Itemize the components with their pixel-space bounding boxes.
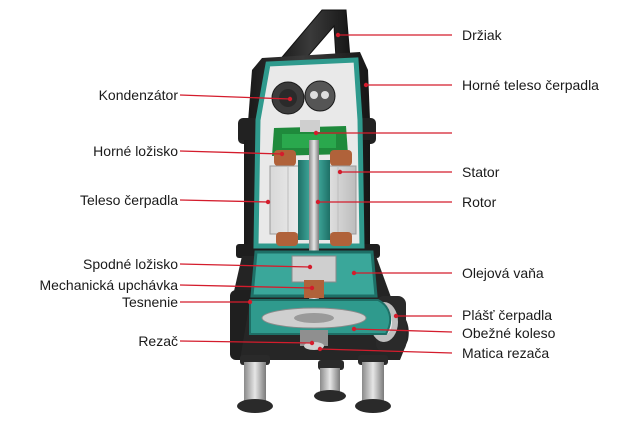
label-rezac: Rezač: [138, 333, 178, 349]
label-teleso-cerpadla: Teleso čerpadla: [79, 192, 178, 208]
label-mechanicka-upchavka: Mechanická upchávka: [39, 277, 178, 293]
label-rotor: Rotor: [462, 194, 497, 210]
lower-bearing-right: [330, 232, 352, 246]
label-horne-teleso-cerpadla: Horné teleso čerpadla: [462, 77, 599, 93]
label-tesnenie: Tesnenie: [121, 294, 178, 310]
capacitor-right: [304, 80, 336, 112]
legs: [237, 355, 391, 413]
label-drziak: Držiak: [462, 27, 502, 43]
cutter: [300, 330, 328, 346]
shaft: [309, 140, 319, 340]
cutaway-interior: [249, 57, 392, 350]
label-olejova-vana: Olejová vaňa: [462, 265, 544, 281]
label-obezne-koleso: Obežné koleso: [462, 325, 556, 341]
upper-bearing-left: [274, 150, 296, 166]
label-stator: Stator: [462, 164, 500, 180]
leader-lines-left: [179, 94, 315, 346]
upper-bearing-right: [330, 150, 352, 166]
leader-lines-right: [313, 32, 453, 354]
label-horne-lozisko: Horné ložisko: [93, 143, 178, 159]
label-matica-rezaca: Matica rezača: [462, 345, 550, 361]
label-spodne-lozisko: Spodné ložisko: [83, 256, 178, 272]
lower-bearing-left: [276, 232, 298, 246]
label-kondenzator: Kondenzátor: [98, 87, 178, 103]
label-plast-cerpadla: Plášť čerpadla: [462, 307, 553, 323]
mechanical-seal: [291, 255, 337, 283]
